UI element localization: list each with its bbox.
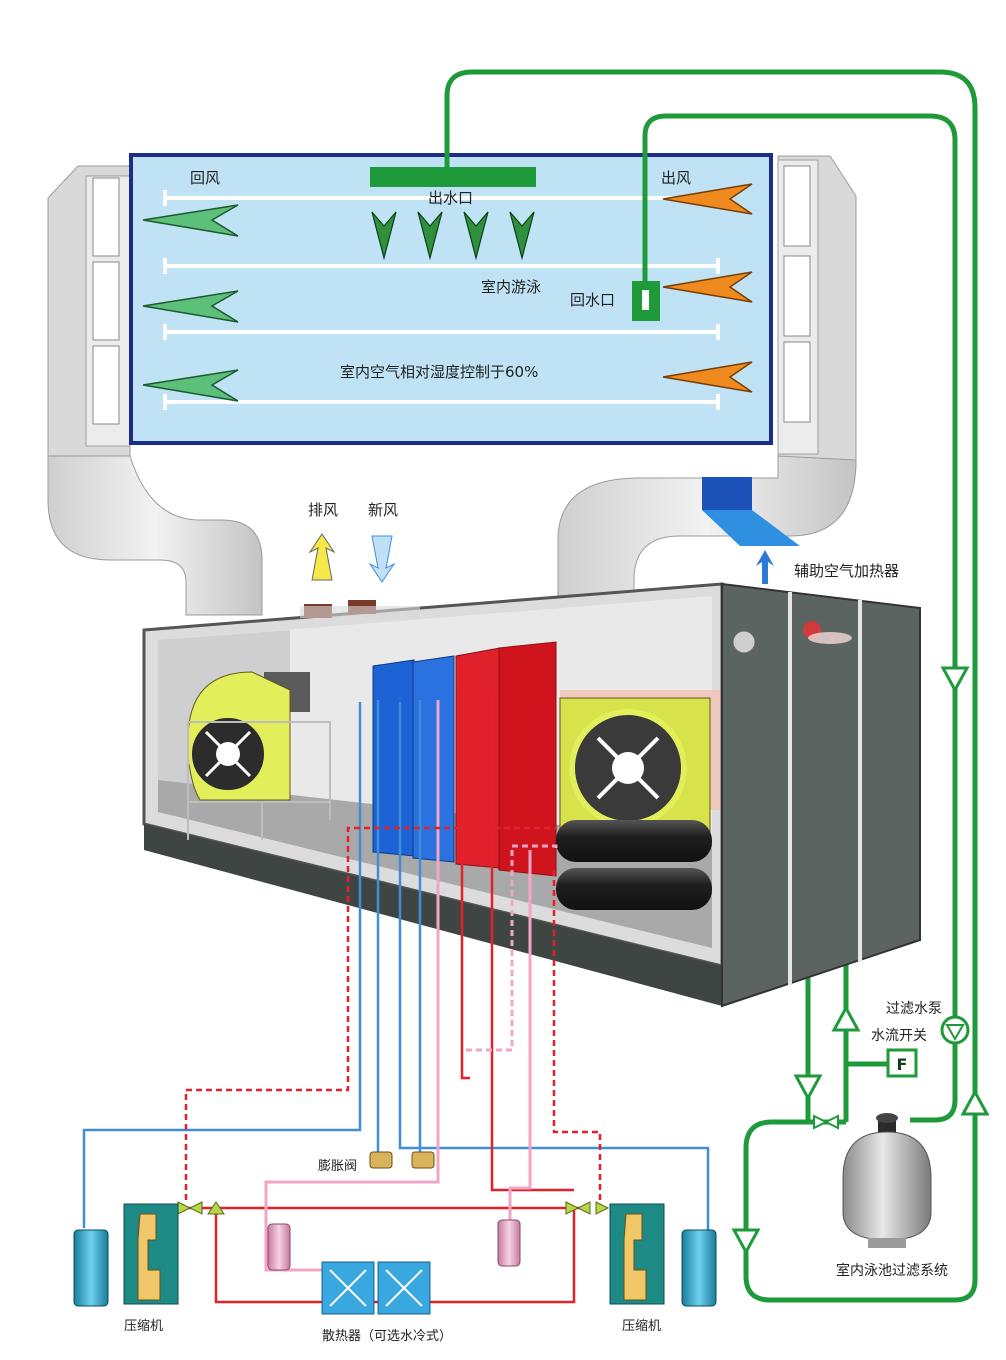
compressor-right-label: 压缩机 <box>622 1318 661 1334</box>
flow-switch-icon: F <box>886 1048 918 1078</box>
condenser-label: 散热器（可选水冷式） <box>322 1329 452 1344</box>
compressor-left-label: 压缩机 <box>124 1318 163 1334</box>
refrigerant-valves <box>177 1201 610 1215</box>
pool-lane-lines <box>163 190 720 410</box>
exhaust-fan <box>187 671 331 840</box>
compressor-right <box>609 1203 717 1307</box>
return-grille <box>92 177 120 425</box>
flow-switch-symbol: F <box>897 1055 908 1074</box>
refrigerant-circuit <box>82 690 710 1304</box>
return-air-label: 回风 <box>190 169 220 187</box>
air-heater-rolls <box>556 820 712 910</box>
expansion-valve-label: 膨胀阀 <box>318 1159 357 1174</box>
aux-heater-block <box>702 477 752 510</box>
compressor-left <box>73 1203 179 1307</box>
humidity-control-label: 室内空气相对湿度控制于60% <box>340 363 538 381</box>
evaporator-coils <box>372 655 455 863</box>
indoor-pool-label: 室内游泳 <box>481 278 541 296</box>
supply-air-duct <box>557 155 857 616</box>
supply-air-arrows <box>662 183 753 393</box>
water-outlet-bar <box>370 167 536 187</box>
supply-air-label: 出风 <box>661 169 691 187</box>
liquid-receivers <box>267 1219 521 1271</box>
pool-filter-tank <box>842 1113 932 1248</box>
pool-valve-icon <box>813 1114 839 1130</box>
filter-pump-label: 过滤水泵 <box>886 1001 942 1017</box>
condenser-units <box>321 1261 431 1315</box>
return-air-duct <box>47 165 263 616</box>
flow-direction-arrows <box>731 666 990 1256</box>
unit-vent-icon <box>732 630 756 654</box>
flow-switch-label: 水流开关 <box>871 1028 927 1044</box>
condenser-coils <box>455 641 557 877</box>
supply-fan <box>559 690 720 839</box>
water-outlet-label: 出水口 <box>428 189 473 207</box>
water-return-label: 回水口 <box>570 291 615 309</box>
aux-heater-label: 辅助空气加热器 <box>794 562 899 580</box>
indoor-pool: 回风 出水口 出风 室内游泳 回水口 室内空气相对湿度控制于60% <box>129 153 773 445</box>
fresh-air-label: 新风 <box>368 501 398 519</box>
aux-heater-arrow <box>756 550 774 584</box>
exhaust-air-label: 排风 <box>308 501 338 519</box>
fresh-air-arrow <box>368 535 396 583</box>
expansion-valve-icons <box>369 1151 435 1169</box>
supply-grille <box>783 165 811 423</box>
filter-pump-icon <box>940 1015 970 1045</box>
water-outlet-arrows <box>371 211 535 261</box>
return-air-arrows <box>142 204 239 402</box>
pool-filter-system-label: 室内泳池过滤系统 <box>836 1262 948 1279</box>
exhaust-air-arrow <box>308 533 336 581</box>
aux-heater-panel <box>702 510 800 546</box>
